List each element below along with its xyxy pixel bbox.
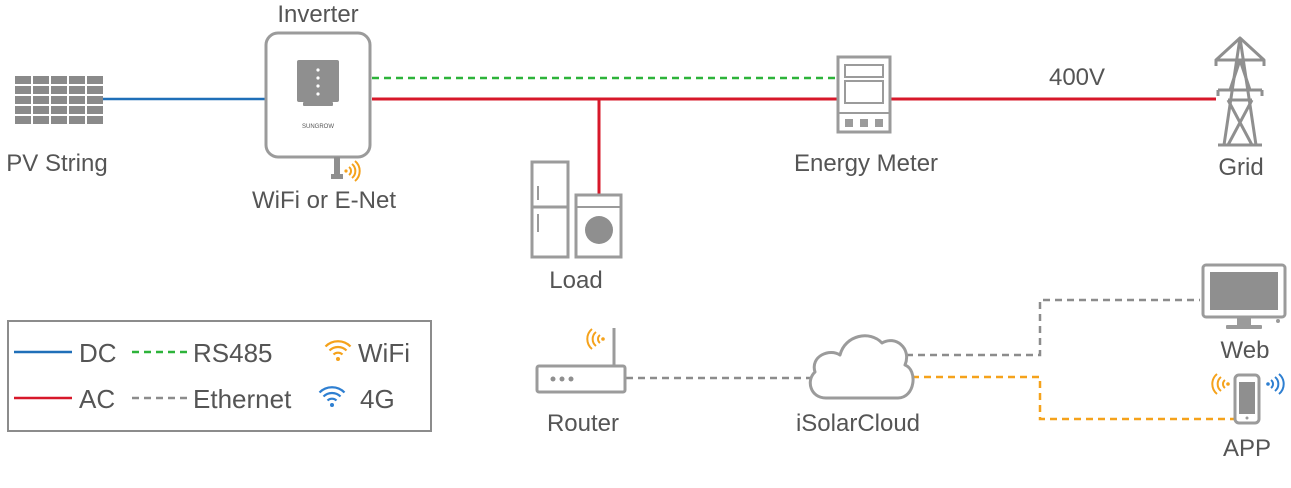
legend-ethernet-label: Ethernet: [193, 384, 292, 414]
legend-ac-label: AC: [79, 384, 115, 414]
router-label: Router: [547, 410, 619, 437]
app-label: APP: [1223, 435, 1271, 462]
grid-label: Grid: [1218, 154, 1263, 181]
4g-signal-icon: [1266, 373, 1285, 395]
energy-meter-icon: [836, 55, 892, 134]
wifi-dongle-icon: [331, 157, 343, 179]
legend-rs485-label: RS485: [193, 338, 273, 368]
solar-panel-icon: [15, 76, 103, 124]
smartphone-icon: [1233, 373, 1261, 425]
web-label: Web: [1221, 337, 1270, 364]
wifi-signal-icon: [344, 160, 361, 182]
legend-dc-label: DC: [79, 338, 117, 368]
cloud-label: iSolarCloud: [796, 410, 920, 437]
router-icon: [535, 328, 627, 394]
legend-wifi-icon: [324, 340, 352, 361]
app-wifi-signal-icon: [1211, 373, 1230, 395]
transmission-tower-icon: [1214, 36, 1266, 147]
energy-meter-label: Energy Meter: [794, 150, 938, 177]
legend: DC RS485 WiFi AC Ethernet 4G: [7, 320, 432, 432]
wifi-or-enet-label: WiFi or E-Net: [252, 187, 396, 214]
cloud-icon: [808, 334, 915, 400]
legend-4g-label: 4G: [360, 384, 395, 414]
refrigerator-icon: [530, 160, 570, 259]
router-wifi-signal-icon: [586, 328, 605, 350]
pv-string-label: PV String: [6, 150, 107, 177]
ethernet-line-cloud-web: [906, 298, 1200, 357]
inverter-label: Inverter: [277, 1, 358, 28]
monitor-icon: [1201, 263, 1287, 329]
legend-4g-icon: [318, 386, 346, 407]
legend-wifi-label: WiFi: [358, 338, 410, 368]
load-label: Load: [549, 267, 602, 294]
inverter-icon: SUNGROW: [264, 31, 372, 159]
voltage-label: 400V: [1049, 64, 1105, 91]
inverter-brand: SUNGROW: [302, 124, 334, 130]
wifi-line-cloud-app: [912, 375, 1238, 421]
washing-machine-icon: [574, 193, 623, 259]
